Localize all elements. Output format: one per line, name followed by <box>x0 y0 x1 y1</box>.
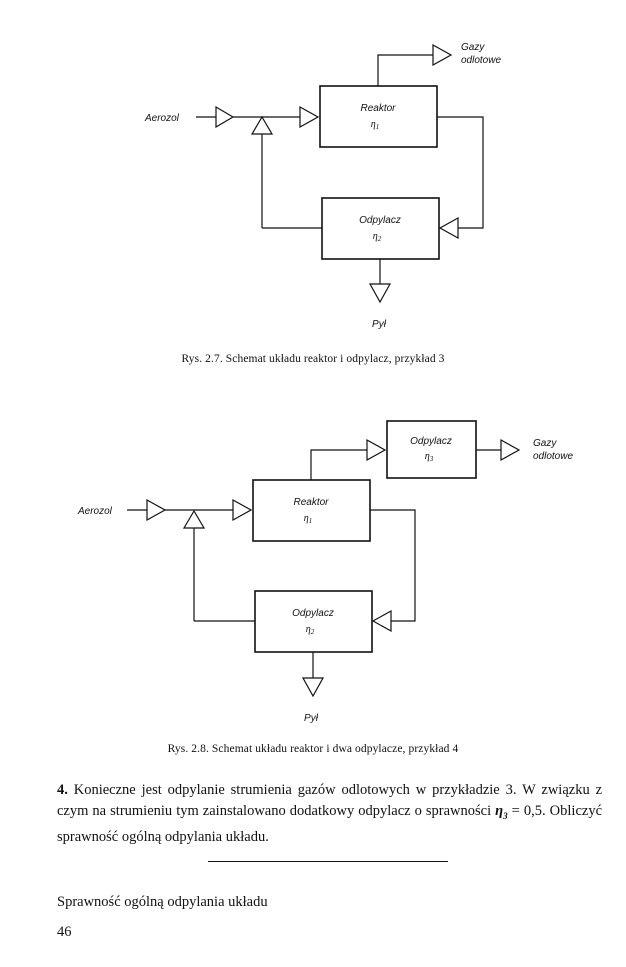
separator3-eta: η3 <box>425 451 434 463</box>
recycle-junction-arrow <box>250 115 274 135</box>
problem-text-part2: = 0,5. Obliczyć sprawność ogólną odpylan… <box>57 803 603 845</box>
figure-2-8-diagram: Aerozol Reaktor η1 Odpylacz η3 Gazy odlo… <box>77 420 573 724</box>
problem-number: 4. <box>57 782 68 798</box>
figure-2-7-caption: Rys. 2.7. Schemat układu reaktor i odpyl… <box>181 353 445 365</box>
reactor-label-2: Reaktor <box>293 497 329 508</box>
reactor-to-separator3-line <box>310 449 367 480</box>
reactor-label: Reaktor <box>360 103 396 114</box>
separator2-eta: η2 <box>306 624 315 636</box>
recycle-junction-arrow-2 <box>182 509 206 529</box>
reactor-inlet-arrow <box>299 105 320 129</box>
reactor-to-separator2-line <box>370 509 416 622</box>
reactor-eta: η1 <box>371 119 379 131</box>
solution-heading: Sprawność ogólną odpylania układu <box>57 894 268 910</box>
separator2-inlet-arrow <box>371 609 392 633</box>
separator3-box <box>386 420 477 479</box>
reactor-eta-2: η1 <box>304 513 312 525</box>
separator-label: Odpylacz <box>359 215 401 226</box>
gas-outlet-line <box>377 54 433 86</box>
reactor-to-separator-line <box>437 116 484 229</box>
separator3-inlet-arrow <box>366 438 387 462</box>
dust-outlet-arrow <box>368 283 392 304</box>
problem-paragraph: 4. Konieczne jest odpylanie strumienia g… <box>57 780 602 848</box>
aerozol-label: Aerozol <box>144 113 180 124</box>
dust-label: Pył <box>372 319 387 330</box>
input-arrow <box>215 105 235 129</box>
separator2-box <box>254 590 373 653</box>
separator-rule <box>208 861 448 862</box>
eta3-symbol: η3 <box>495 803 508 821</box>
reactor-box <box>319 85 438 148</box>
input-arrow-2 <box>146 498 167 522</box>
separator-inlet-arrow <box>438 216 459 240</box>
figure-2-7-diagram: Aerozol Reaktor η1 Gazy odlotowe Odpylac… <box>144 42 501 330</box>
separator2-label: Odpylacz <box>292 608 334 619</box>
gas-label-line1: Gazy <box>461 42 485 53</box>
reactor-inlet-arrow-2 <box>232 498 253 522</box>
gas-label-2-line2: odlotowe <box>533 451 573 462</box>
gas-outlet-arrow-2 <box>500 438 521 462</box>
gas-outlet-arrow <box>432 43 453 67</box>
dust-label-2: Pył <box>304 713 319 724</box>
page-number: 46 <box>57 924 72 940</box>
reactor-box-2 <box>252 479 371 542</box>
aerozol-label-2: Aerozol <box>77 506 113 517</box>
problem-text-part1: Konieczne jest odpylanie strumienia gazó… <box>57 782 602 819</box>
separator-eta: η2 <box>373 231 382 243</box>
gas-label-2-line1: Gazy <box>533 438 557 449</box>
figure-2-8-caption: Rys. 2.8. Schemat układu reaktor i dwa o… <box>167 743 459 755</box>
separator3-label: Odpylacz <box>410 436 452 447</box>
gas-label-line2: odlotowe <box>461 55 501 66</box>
separator-box <box>321 197 440 260</box>
dust-outlet-arrow-2 <box>301 677 325 698</box>
